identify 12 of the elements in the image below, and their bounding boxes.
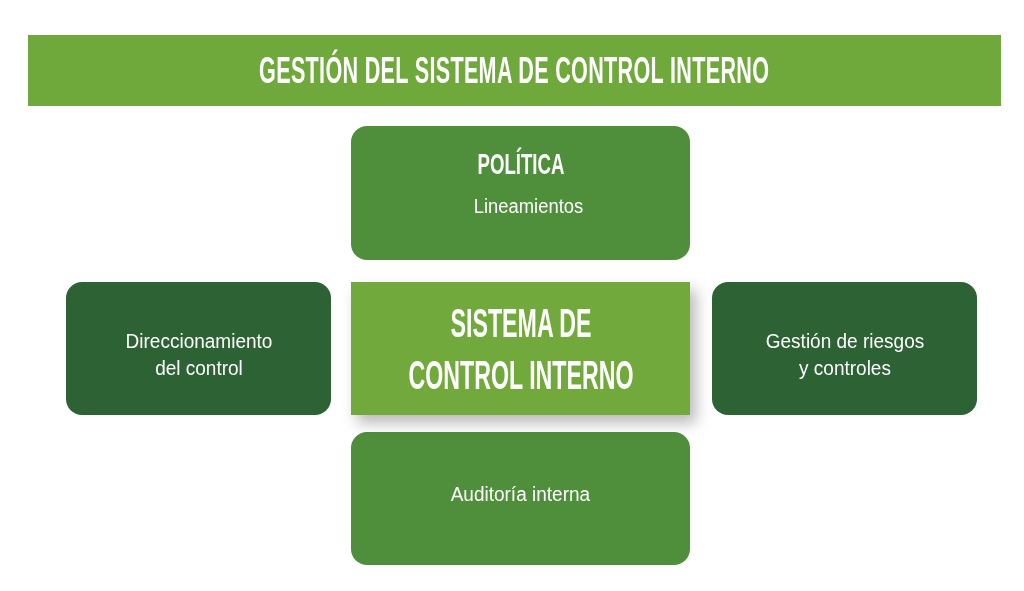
- box-label: Gestión de riesgos y controles: [764, 328, 925, 381]
- central-heading: SISTEMA DE CONTROL INTERNO: [406, 299, 635, 399]
- category-box: [351, 432, 690, 565]
- box-label: Auditoría interna: [450, 483, 591, 506]
- category-box: [66, 282, 331, 415]
- box-label: Direccionamiento del control: [124, 328, 273, 381]
- category-box: [351, 126, 690, 260]
- box-heading: POLÍTICA: [477, 146, 564, 181]
- category-box: [712, 282, 977, 415]
- title-text: GESTIÓN DEL SISTEMA DE CONTROL INTERNO: [259, 49, 770, 92]
- box-label: Lineamientos: [473, 194, 584, 218]
- central-box: [351, 282, 690, 415]
